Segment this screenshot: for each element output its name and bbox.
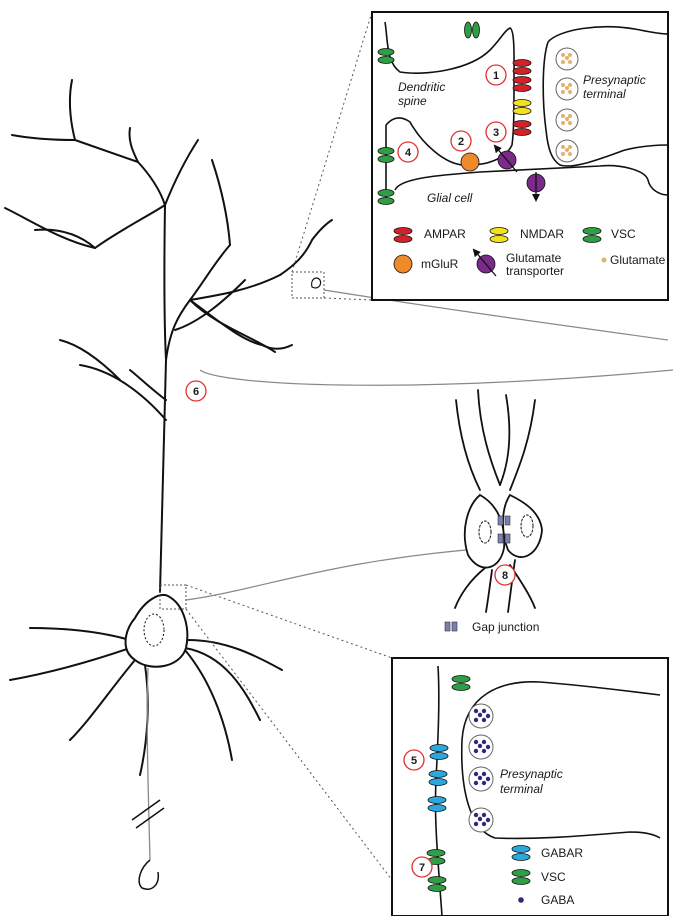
- legend-gabar-label: GABAR: [541, 846, 583, 860]
- gap-junction-legend: Gap junction: [445, 620, 539, 634]
- legend-gaba-icon: [518, 897, 524, 903]
- svg-text:7: 7: [419, 862, 425, 874]
- svg-text:3: 3: [493, 127, 499, 139]
- marker-5: 5: [404, 750, 424, 770]
- legend-gaba-label: GABA: [541, 893, 574, 907]
- gap-junction-label: Gap junction: [472, 620, 539, 634]
- legend-vsc-label-bottom: VSC: [541, 870, 566, 884]
- soma: [126, 595, 188, 667]
- legend-glutamate-icon: [602, 258, 607, 263]
- legend-glutamate-label: Glutamate: [610, 253, 666, 267]
- legend-ampar-label: AMPAR: [424, 227, 466, 241]
- glial-cell-label: Glial cell: [427, 191, 473, 205]
- svg-text:4: 4: [405, 147, 412, 159]
- marker-8: 8: [495, 565, 515, 585]
- marker-1: 1: [486, 65, 506, 85]
- legend-mglur-label: mGluR: [421, 257, 459, 271]
- svg-text:5: 5: [411, 755, 417, 767]
- zoom-indicators: [160, 12, 392, 880]
- marker-3: 3: [486, 122, 506, 142]
- marker-6: 6: [186, 381, 206, 401]
- legend-mglur-icon: [394, 255, 412, 273]
- svg-text:6: 6: [193, 386, 199, 398]
- zoom-box-top: [292, 272, 324, 298]
- svg-text:8: 8: [502, 570, 508, 582]
- svg-text:2: 2: [458, 136, 464, 148]
- leader-lines: [186, 290, 673, 600]
- legend-nmdar-label: NMDAR: [520, 227, 564, 241]
- legend-vsc-label: VSC: [611, 227, 636, 241]
- svg-text:1: 1: [493, 70, 499, 82]
- gap-junction-icon: [445, 622, 457, 631]
- marker-4: 4: [398, 142, 418, 162]
- marker-7: 7: [412, 857, 432, 877]
- neuron-dendrites: [5, 80, 332, 775]
- marker-2: 2: [451, 131, 471, 151]
- top-inset-mglur: [461, 153, 479, 171]
- axon: [132, 668, 164, 889]
